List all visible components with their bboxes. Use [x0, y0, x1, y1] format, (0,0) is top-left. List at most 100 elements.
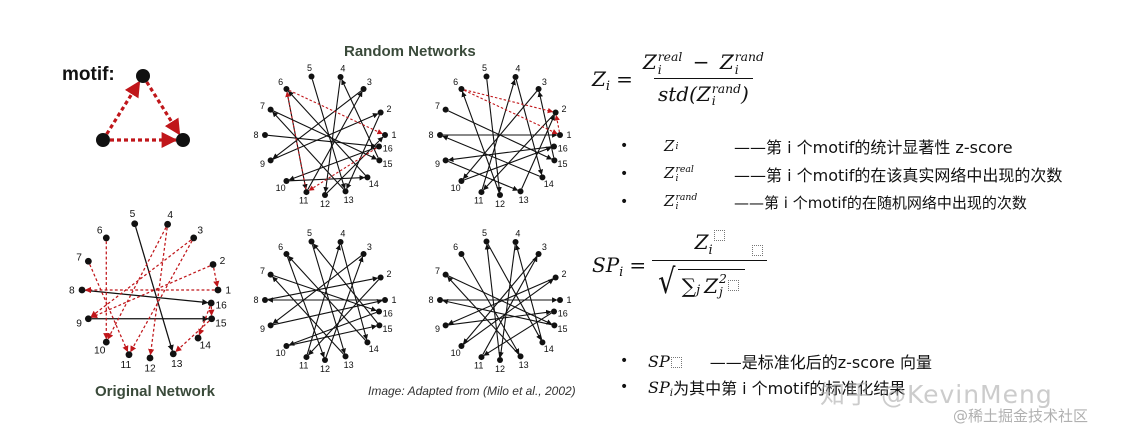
network-node — [557, 297, 563, 303]
network-edge — [308, 279, 379, 356]
node-label: 6 — [453, 242, 458, 252]
network-node — [458, 251, 465, 258]
placeholder-box-icon — [670, 356, 682, 368]
network-edge — [514, 244, 543, 340]
node-label: 15 — [383, 159, 393, 169]
network-node — [209, 261, 217, 268]
network-edge — [486, 79, 502, 193]
node-label: 2 — [386, 104, 391, 114]
network-node — [267, 106, 274, 113]
definition-item: SP ——是标准化后的z-score 向量 — [620, 348, 932, 374]
sp-definition-list: SP ——是标准化后的z-score 向量 SPi 为其中第 i 个motif的… — [620, 348, 932, 400]
den-sub: i — [711, 93, 716, 109]
node-label: 2 — [386, 269, 391, 279]
node-label: 2 — [220, 256, 226, 267]
node-label: 15 — [383, 324, 393, 334]
network-node — [550, 143, 557, 150]
num-b: Z — [719, 50, 734, 74]
network-edge — [448, 160, 519, 191]
network-edge — [447, 278, 554, 325]
network-edge — [482, 256, 538, 355]
node-label: 10 — [451, 183, 461, 193]
network-edge — [483, 312, 552, 356]
node-label: 11 — [299, 196, 308, 206]
network-node — [478, 354, 485, 361]
network-node — [512, 74, 519, 81]
node-label: 11 — [474, 361, 483, 371]
equals-sign: = — [629, 252, 647, 277]
definition-item: SPi 为其中第 i 个motif的标准化结果 — [620, 374, 932, 400]
node-label: 16 — [215, 301, 227, 312]
sp-numerator: Zi — [691, 230, 729, 260]
network-edge — [448, 146, 552, 163]
node-label: 4 — [340, 63, 345, 73]
network-edge — [272, 255, 362, 324]
sum-symbol: ∑ — [681, 273, 697, 298]
network-node — [539, 174, 546, 181]
network-node — [283, 342, 290, 349]
node-label: 11 — [299, 361, 308, 371]
node-label: 1 — [225, 285, 231, 296]
network-node — [497, 357, 503, 363]
network-node — [262, 297, 268, 303]
network-edge — [311, 244, 346, 355]
node-label: 16 — [558, 308, 568, 318]
node-label: 4 — [167, 210, 173, 221]
equals-sign: = — [616, 66, 633, 91]
network-node — [377, 109, 384, 116]
original-network-title: Original Network — [95, 383, 216, 400]
node-label: 6 — [453, 77, 458, 87]
motif-edge — [148, 227, 168, 356]
motif-node — [176, 133, 190, 147]
node-label: 4 — [515, 63, 520, 73]
node-label: 2 — [561, 104, 566, 114]
network-edge — [273, 110, 378, 160]
network-node — [375, 143, 382, 150]
node-label: 14 — [544, 179, 554, 189]
node-label: 14 — [544, 344, 554, 354]
num-b-sup: rand — [734, 49, 764, 65]
network-node — [131, 220, 139, 228]
motif-edge — [288, 89, 383, 135]
motif-node — [136, 69, 150, 83]
network-node — [442, 322, 449, 329]
num-a-sup: real — [657, 49, 683, 65]
motif-edge — [89, 264, 129, 353]
network-node — [552, 109, 559, 116]
sp-symbol: SP — [592, 252, 620, 277]
definition-item: Zi ——第 i 个motif的统计显著性 z-score — [620, 132, 1062, 160]
motif-edge — [554, 114, 560, 133]
sp-den-sup: 2 — [719, 271, 727, 287]
network-node — [458, 342, 465, 349]
definition-text: ——第 i 个motif的在随机网络中出现的次数 — [734, 193, 1027, 212]
network-node — [342, 188, 349, 195]
sp-den-z: Z — [704, 273, 718, 298]
network-edge — [442, 135, 540, 177]
network-edge — [498, 244, 516, 358]
network-edge — [273, 299, 383, 326]
sp-num-z: Z — [694, 230, 709, 254]
sum-sub: j — [696, 282, 701, 298]
network-edge — [286, 256, 325, 358]
node-label: 8 — [253, 295, 258, 305]
network-node — [262, 132, 268, 138]
node-label: 8 — [428, 295, 433, 305]
image-credit: Image: Adapted from (Milo et al., 2002) — [368, 384, 576, 398]
network-edge — [85, 289, 209, 306]
node-label: 8 — [253, 130, 258, 140]
network-edge — [273, 113, 379, 160]
network-edge — [463, 278, 554, 345]
network-node — [360, 251, 367, 258]
node-label: 6 — [97, 225, 103, 236]
node-label: 9 — [260, 324, 265, 334]
network-edge — [267, 134, 377, 149]
network-edge — [325, 256, 364, 358]
